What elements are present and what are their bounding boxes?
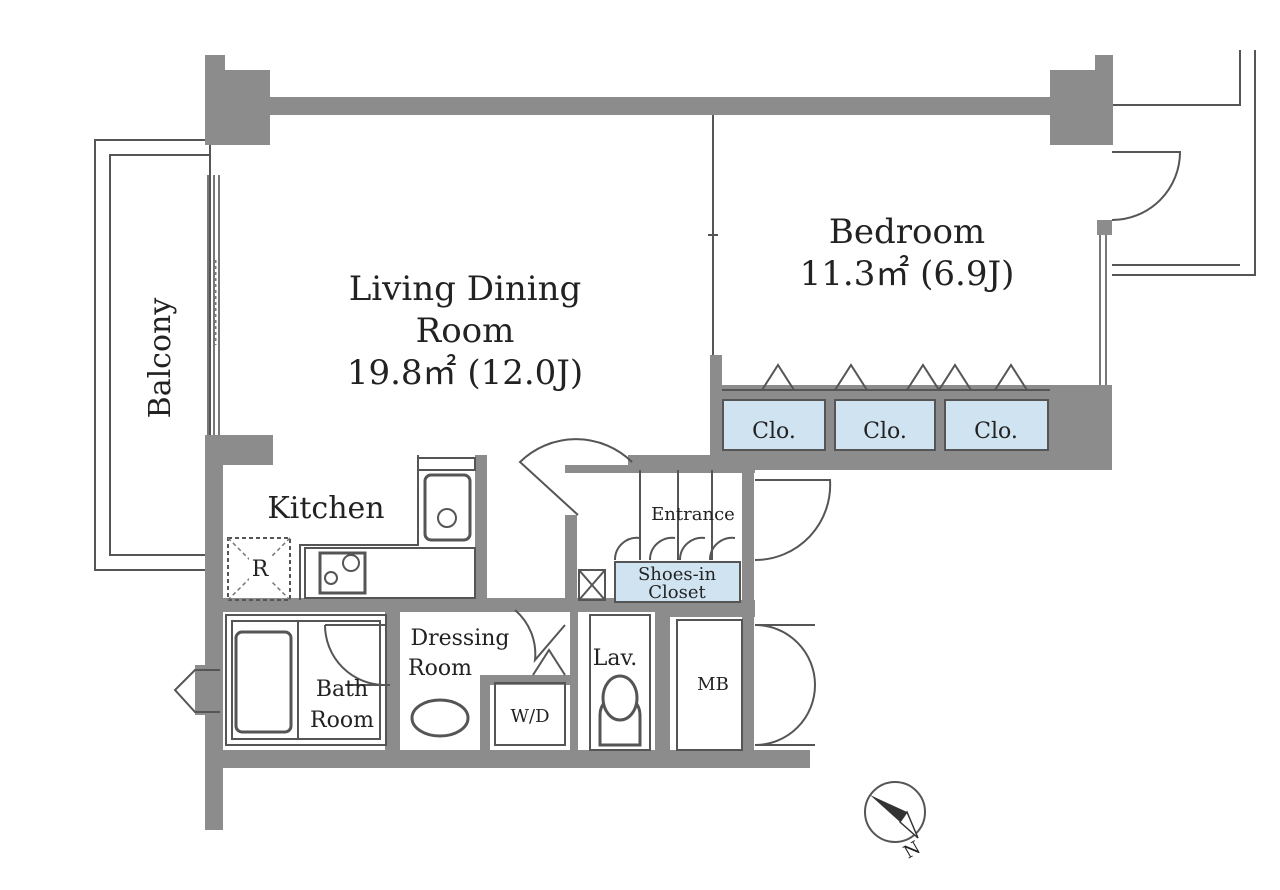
dressing-label-line2: Room <box>408 656 472 681</box>
closet-1 <box>722 399 826 451</box>
living-window <box>207 175 220 435</box>
front-door-swing <box>754 479 832 562</box>
room-labels: Living Dining Room 19.8㎡ (12.0J) Bedroom… <box>143 212 1018 733</box>
entrance-door-swing <box>518 438 633 516</box>
closet-label-2: Clo. <box>863 419 907 444</box>
bathtub <box>234 630 293 734</box>
compass-needle <box>870 795 907 822</box>
bedroom-area: 11.3㎡ (6.9J) <box>800 254 1015 294</box>
meter-box-label: MB <box>697 674 729 695</box>
living-area: 19.8㎡ (12.0J) <box>347 353 583 393</box>
north-compass: N <box>864 781 926 863</box>
kitchen <box>227 455 476 601</box>
refrigerator-space <box>227 537 291 601</box>
meter-box <box>676 619 743 751</box>
dressing-label-line1: Dressing <box>410 626 509 651</box>
balcony <box>94 139 211 571</box>
right-exterior-frame <box>1110 50 1256 276</box>
bath-room <box>225 614 387 746</box>
bedroom-name: Bedroom <box>829 212 985 252</box>
washer-space <box>494 682 566 746</box>
bedroom-closets <box>722 363 1050 451</box>
wash-basin <box>410 698 470 738</box>
entrance-label: Entrance <box>651 504 735 525</box>
lavatory-label: Lav. <box>593 646 638 671</box>
kitchen-label: Kitchen <box>267 491 384 526</box>
living-name-line1: Living Dining <box>349 269 582 309</box>
living-name-line2: Room <box>416 311 515 351</box>
shoes-closet-label-line1: Shoes-in <box>638 564 716 585</box>
closet-2 <box>834 399 936 451</box>
bath-label-line1: Bath <box>316 677 368 702</box>
entrance-area <box>518 438 832 603</box>
balcony-label: Balcony <box>143 298 178 419</box>
washer-label: W/D <box>511 706 550 727</box>
refrigerator-label: R <box>252 557 270 582</box>
sliding-partition <box>708 115 718 355</box>
closet-label-3: Clo. <box>974 419 1018 444</box>
shoes-closet-label-line2: Closet <box>648 582 706 603</box>
bath-label-line2: Room <box>310 708 374 733</box>
shoes-in-closet <box>614 561 741 603</box>
bedroom-window <box>1099 235 1107 385</box>
closet-label-1: Clo. <box>752 419 796 444</box>
wet-area <box>173 609 816 751</box>
closet-3 <box>944 399 1049 451</box>
